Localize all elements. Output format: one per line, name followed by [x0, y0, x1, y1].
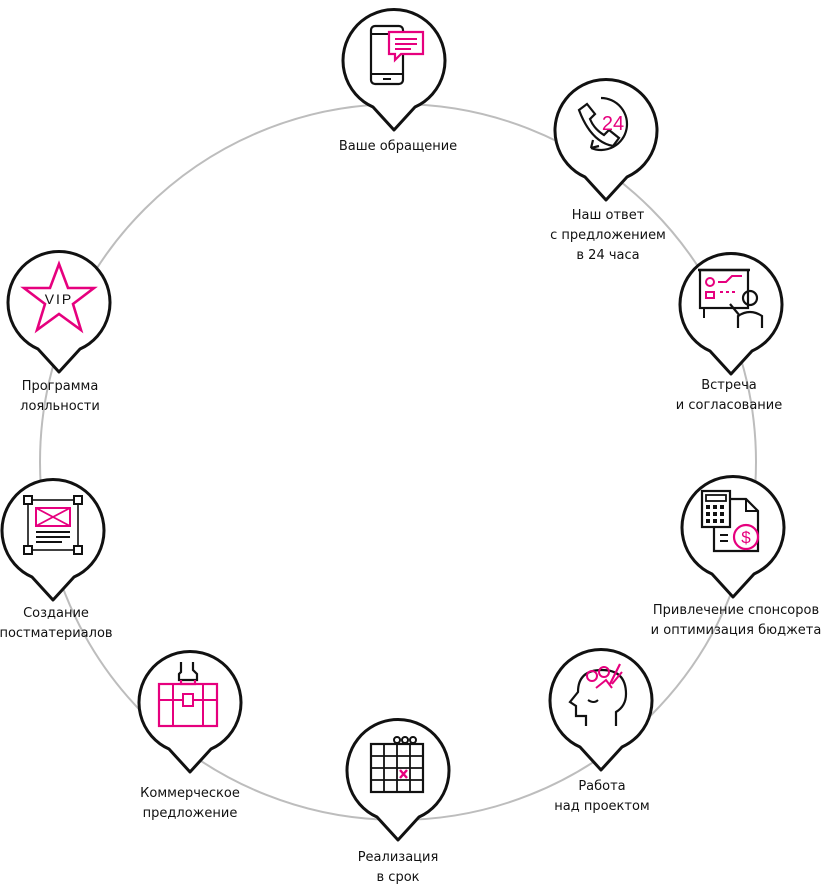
- head-ideas-icon: [568, 663, 628, 726]
- vip-star-icon: VIP: [20, 260, 98, 334]
- smartphone-chat-icon: [369, 24, 425, 86]
- step-loyalty-label: Программа лояльности: [20, 379, 100, 414]
- clock-24-text: 24: [602, 113, 624, 135]
- presentation-board-icon: [698, 268, 764, 328]
- step-meeting-label: Встреча и согласование: [675, 378, 783, 413]
- step-work: [546, 642, 656, 772]
- step-answer: 24: [551, 72, 661, 202]
- step-materials: [0, 472, 108, 602]
- step-answer-label: Наш ответ с предложением в 24 часа: [550, 208, 666, 263]
- svg-text:$: $: [741, 528, 751, 547]
- layout-frame-icon: [23, 495, 83, 555]
- step-meeting: [676, 246, 786, 376]
- step-request-label: Ваше обращение: [338, 139, 458, 154]
- step-deadline-label: Реализация в срок: [357, 850, 439, 885]
- calendar-icon: [369, 736, 425, 794]
- step-request: [339, 2, 449, 132]
- step-work-label: Работа над проектом: [554, 779, 650, 814]
- step-materials-label: Создание постматериалов: [0, 606, 113, 641]
- briefcase-hand-icon: [157, 662, 219, 728]
- vip-text: VIP: [45, 291, 74, 307]
- calculator-budget-icon: $: [700, 489, 760, 553]
- step-sponsors: $: [678, 469, 788, 599]
- step-deadline: [343, 712, 453, 842]
- step-loyalty: VIP: [4, 244, 114, 374]
- step-sponsors-label: Привлечение спонсоров и оптимизация бюдж…: [650, 603, 821, 638]
- step-offer-label: Коммерческое предложение: [140, 786, 240, 821]
- phone-24-hours-icon: 24: [577, 96, 629, 152]
- step-offer: [135, 644, 245, 774]
